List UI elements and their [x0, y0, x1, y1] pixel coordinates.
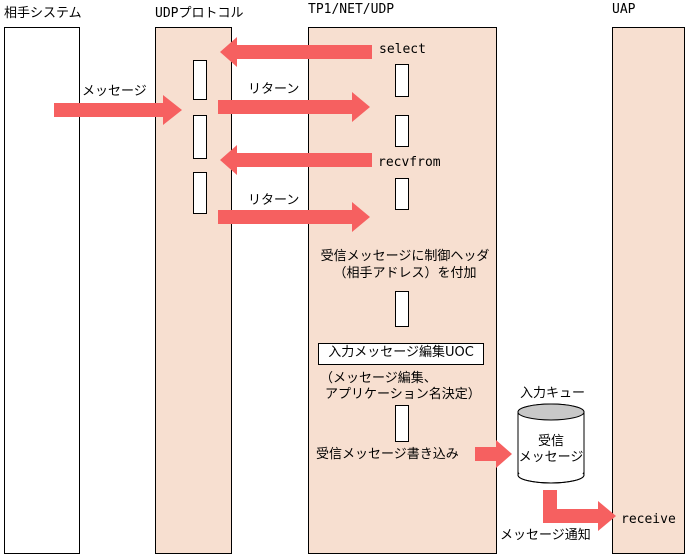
lane-title-tp1: TP1/NET/UDP [308, 2, 395, 17]
udp-activation-2 [193, 115, 207, 159]
queue-label-line-1: 受信 [537, 434, 564, 449]
uoc-box: 入力メッセージ編集UOC [318, 343, 484, 365]
label-select: select [379, 42, 426, 57]
lane-title-uap: UAP [612, 2, 636, 17]
tp1-activation-4 [395, 291, 409, 327]
lane-title-partner: 相手システム [4, 6, 82, 21]
arrow-message [54, 95, 182, 125]
arrow-write [475, 440, 512, 468]
tp1-activation-3 [395, 178, 409, 210]
tp1-activation-2 [395, 115, 409, 147]
arrow-notify [543, 490, 616, 531]
lane-uap [612, 27, 685, 554]
label-message: メッセージ [82, 84, 147, 99]
tp1-activation-1 [395, 64, 409, 97]
lane-title-udp: UDPプロトコル [155, 6, 244, 21]
arrow-return-2 [218, 202, 370, 232]
arrow-recvfrom [220, 145, 372, 175]
note-uoc-line-2: アプリケーション名決定） [325, 387, 481, 402]
label-receive: receive [621, 512, 676, 527]
tp1-activation-5 [395, 405, 409, 442]
lane-tp1-net-udp [308, 27, 497, 554]
label-return-2: リターン [248, 193, 300, 208]
queue-label-line-2: メッセージ [518, 450, 584, 465]
label-return-1: リターン [248, 82, 300, 97]
arrow-return-1 [218, 92, 370, 122]
queue-cylinder [517, 403, 585, 484]
arrow-select [220, 37, 372, 67]
label-notify: メッセージ通知 [500, 528, 591, 543]
queue-title: 入力キュー [520, 386, 586, 401]
note-uoc-line-1: （メッセージ編集、 [320, 371, 437, 386]
udp-activation-1 [193, 60, 207, 100]
label-write: 受信メッセージ書き込み [316, 447, 459, 462]
note-header-line-2: （相手アドレス）を付加 [333, 266, 477, 281]
label-recvfrom: recvfrom [378, 155, 441, 170]
udp-activation-3 [193, 172, 207, 214]
note-header-line-1: 受信メッセージに制御ヘッダ [320, 249, 490, 264]
